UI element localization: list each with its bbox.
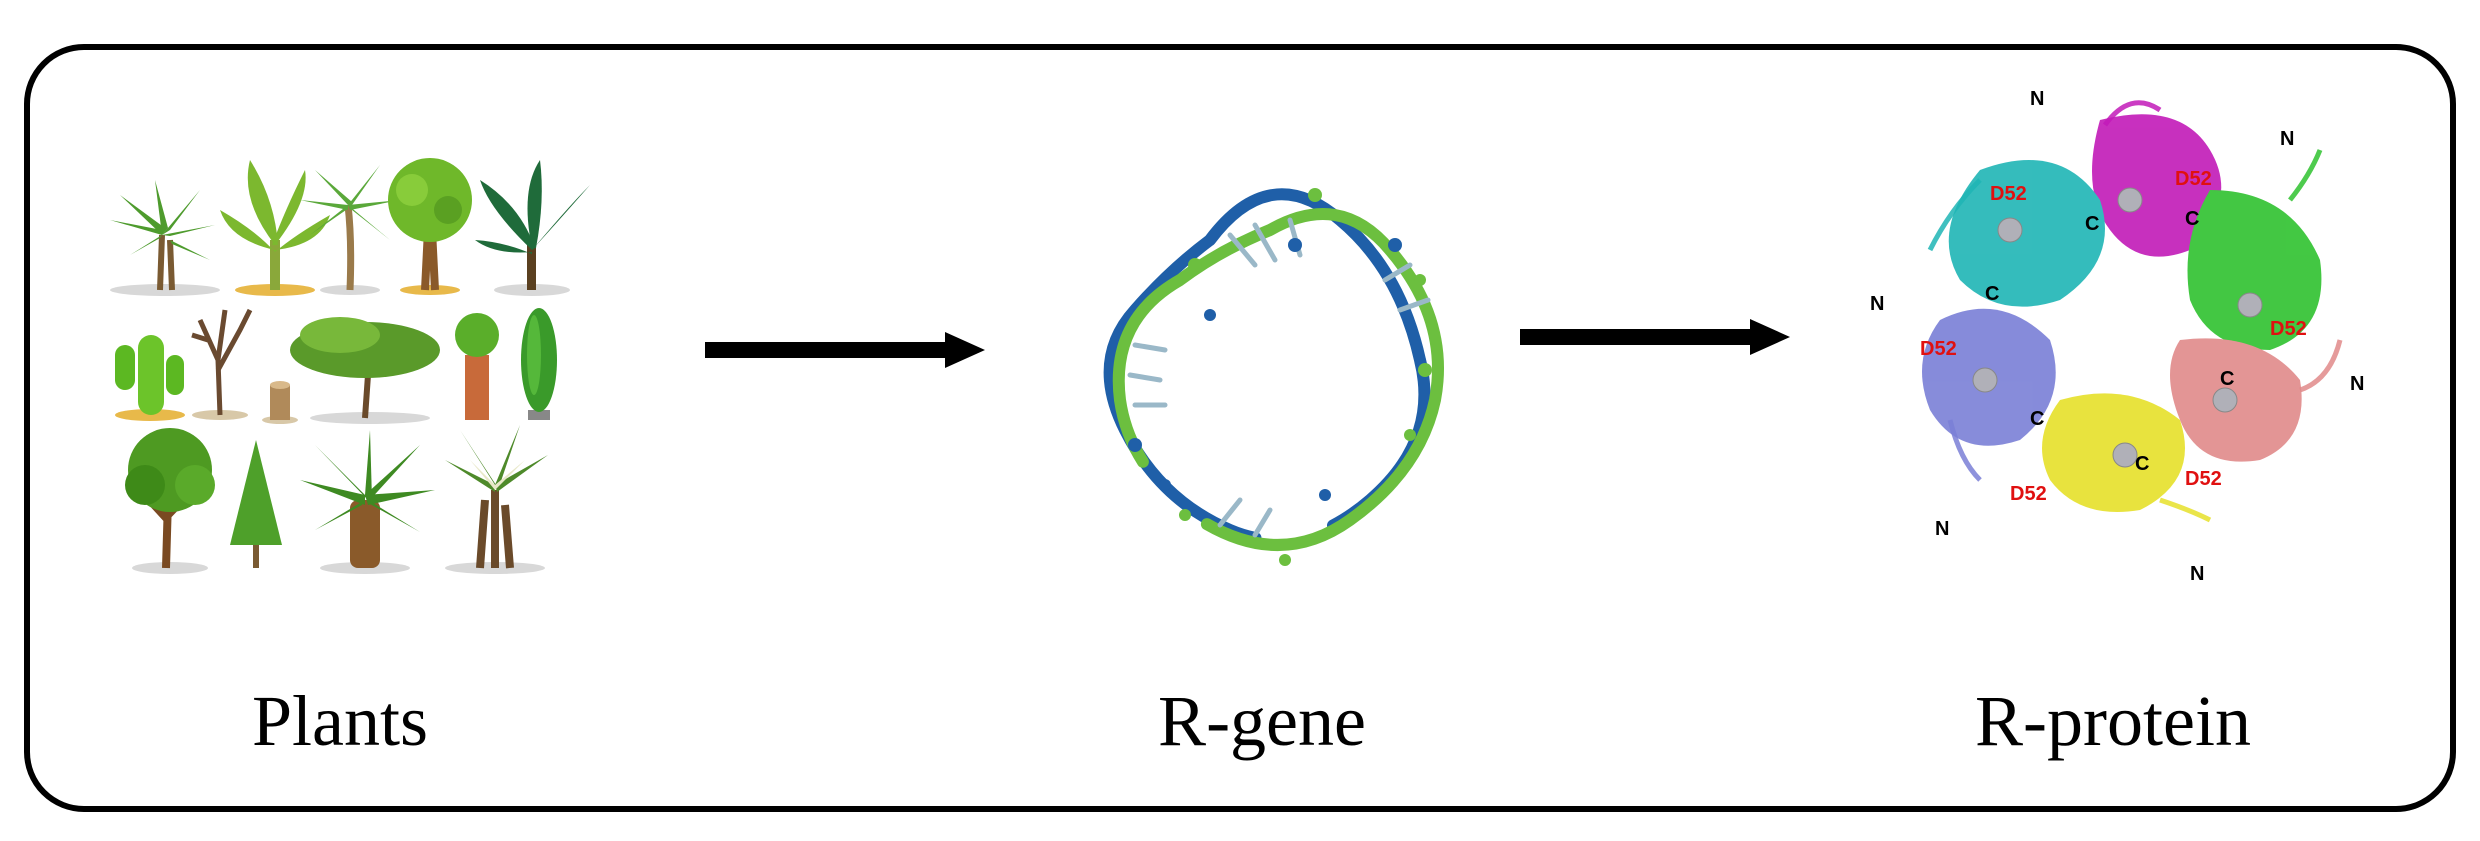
plant-round-tree (388, 158, 472, 295)
plant-fan-palm (110, 180, 220, 296)
label-d52-1: D52 (1990, 183, 2027, 205)
label-d52-4: D52 (1920, 338, 1957, 360)
plant-cactus (115, 335, 185, 421)
plant-palm-tall (300, 165, 400, 295)
caption-r-protein: R-protein (1975, 681, 2251, 761)
label-c-6: C (2135, 453, 2149, 475)
arrow-gene-to-protein (1520, 319, 1790, 355)
protein-structure-illustration: N N N N N N C C C C C C D52 D52 D52 D52 … (1870, 88, 2364, 585)
subunit-green (2187, 190, 2322, 350)
label-c-2: C (2185, 208, 2199, 230)
caption-plants: Plants (251, 681, 429, 761)
caption-r-gene: R-gene (1158, 681, 1366, 761)
label-n-3: N (1870, 293, 1884, 315)
label-n-5: N (1935, 518, 1949, 540)
subunit-cyan (1948, 160, 2105, 307)
plant-banana (220, 160, 330, 296)
label-d52-6: D52 (2010, 483, 2047, 505)
label-c-3: C (1985, 283, 1999, 305)
plant-dark-leaf (475, 160, 590, 296)
dna-ring-illustration (1103, 188, 1444, 566)
plant-yucca (445, 425, 548, 574)
label-c-5: C (2030, 408, 2044, 430)
plant-date-palm (300, 430, 435, 574)
label-n-6: N (2190, 563, 2204, 585)
label-c-1: C (2085, 213, 2099, 235)
label-d52-5: D52 (2185, 468, 2222, 490)
label-c-4: C (2220, 368, 2234, 390)
plant-dead-tree (191, 308, 253, 420)
label-d52-3: D52 (2270, 318, 2307, 340)
plants-illustration (110, 158, 590, 574)
label-n-1: N (2030, 88, 2044, 110)
plant-oak (125, 428, 215, 574)
plant-cypress (521, 308, 557, 420)
plant-acacia (290, 317, 440, 424)
plant-stump (262, 381, 298, 424)
label-d52-2: D52 (2175, 168, 2212, 190)
label-n-2: N (2280, 128, 2294, 150)
label-n-4: N (2350, 373, 2364, 395)
dna-strand-green (1112, 208, 1444, 551)
arrow-plants-to-gene (705, 332, 985, 368)
plant-conifer (230, 440, 282, 568)
subunit-magenta (2092, 114, 2222, 257)
plant-pillar-shrub (455, 313, 499, 420)
